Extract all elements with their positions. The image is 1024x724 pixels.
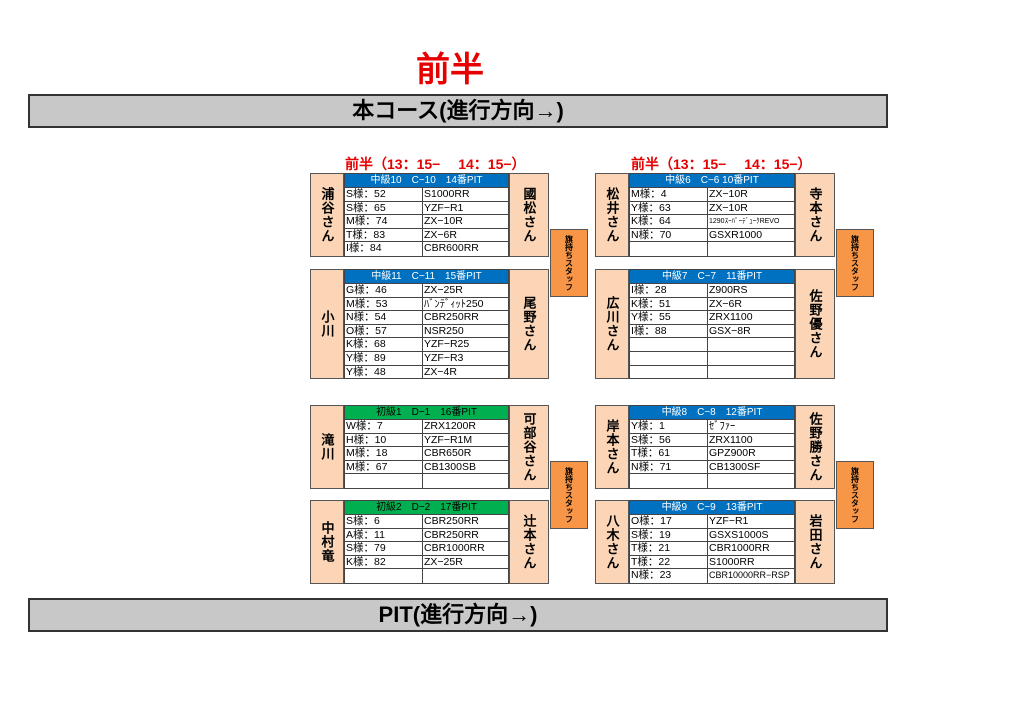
flag-staff-box-2: 旗持ちスタッフ (836, 229, 874, 297)
session-time-right: 前半（13：15− 14：15−） (631, 156, 812, 172)
table-header: 中級7 C−7 11番PIT (630, 270, 794, 284)
table-row (630, 474, 794, 488)
table-header: 中級8 C−8 12番PIT (630, 406, 794, 420)
person-teramoto: 寺本さん (795, 173, 835, 257)
person-kishimoto: 岸本さん (595, 405, 629, 489)
person-ono: 尾野さん (509, 269, 549, 379)
session-time-left: 前半（13：15− 14：15−） (345, 156, 526, 172)
person-ogawa: 小川 (310, 269, 344, 379)
table-row (345, 474, 508, 488)
table-row (630, 365, 794, 380)
flag-staff-box-4: 旗持ちスタッフ (836, 461, 874, 529)
person-urata: 浦谷さん (310, 173, 344, 257)
person-tsujimoto: 辻本さん (509, 500, 549, 584)
page-title: 前半 (416, 51, 484, 89)
table-row (345, 569, 508, 583)
person-takigawa: 滝川 (310, 405, 344, 489)
person-yagi: 八木さん (595, 500, 629, 584)
table-header: 初級2 D−2 17番PIT (345, 501, 508, 515)
table-header: 中級10 C−10 14番PIT (345, 174, 508, 188)
table-row (630, 242, 794, 256)
table-header: 初級1 D−1 16番PIT (345, 406, 508, 420)
table-header: 中級6 C−6 10番PIT (630, 174, 794, 188)
pit-bar: PIT(進行方向→) (28, 598, 888, 632)
person-iwata: 岩田さん (795, 500, 835, 584)
table-header: 中級9 C−9 13番PIT (630, 501, 794, 515)
person-kabeya: 可部谷さん (509, 405, 549, 489)
person-hirokawa: 広川さん (595, 269, 629, 379)
table-header: 中級11 C−11 15番PIT (345, 270, 508, 284)
person-matsui: 松井さん (595, 173, 629, 257)
table-row (630, 338, 794, 352)
person-sano-yu: 佐野優さん (795, 269, 835, 379)
flag-staff-box-1: 旗持ちスタッフ (550, 229, 588, 297)
main-course-bar: 本コース(進行方向→) (28, 94, 888, 128)
person-nakamura: 中村竜 (310, 500, 344, 584)
person-kunimatsu: 國松さん (509, 173, 549, 257)
flag-staff-box-3: 旗持ちスタッフ (550, 461, 588, 529)
table-row (630, 351, 794, 366)
person-sano-masaru: 佐野勝さん (795, 405, 835, 489)
